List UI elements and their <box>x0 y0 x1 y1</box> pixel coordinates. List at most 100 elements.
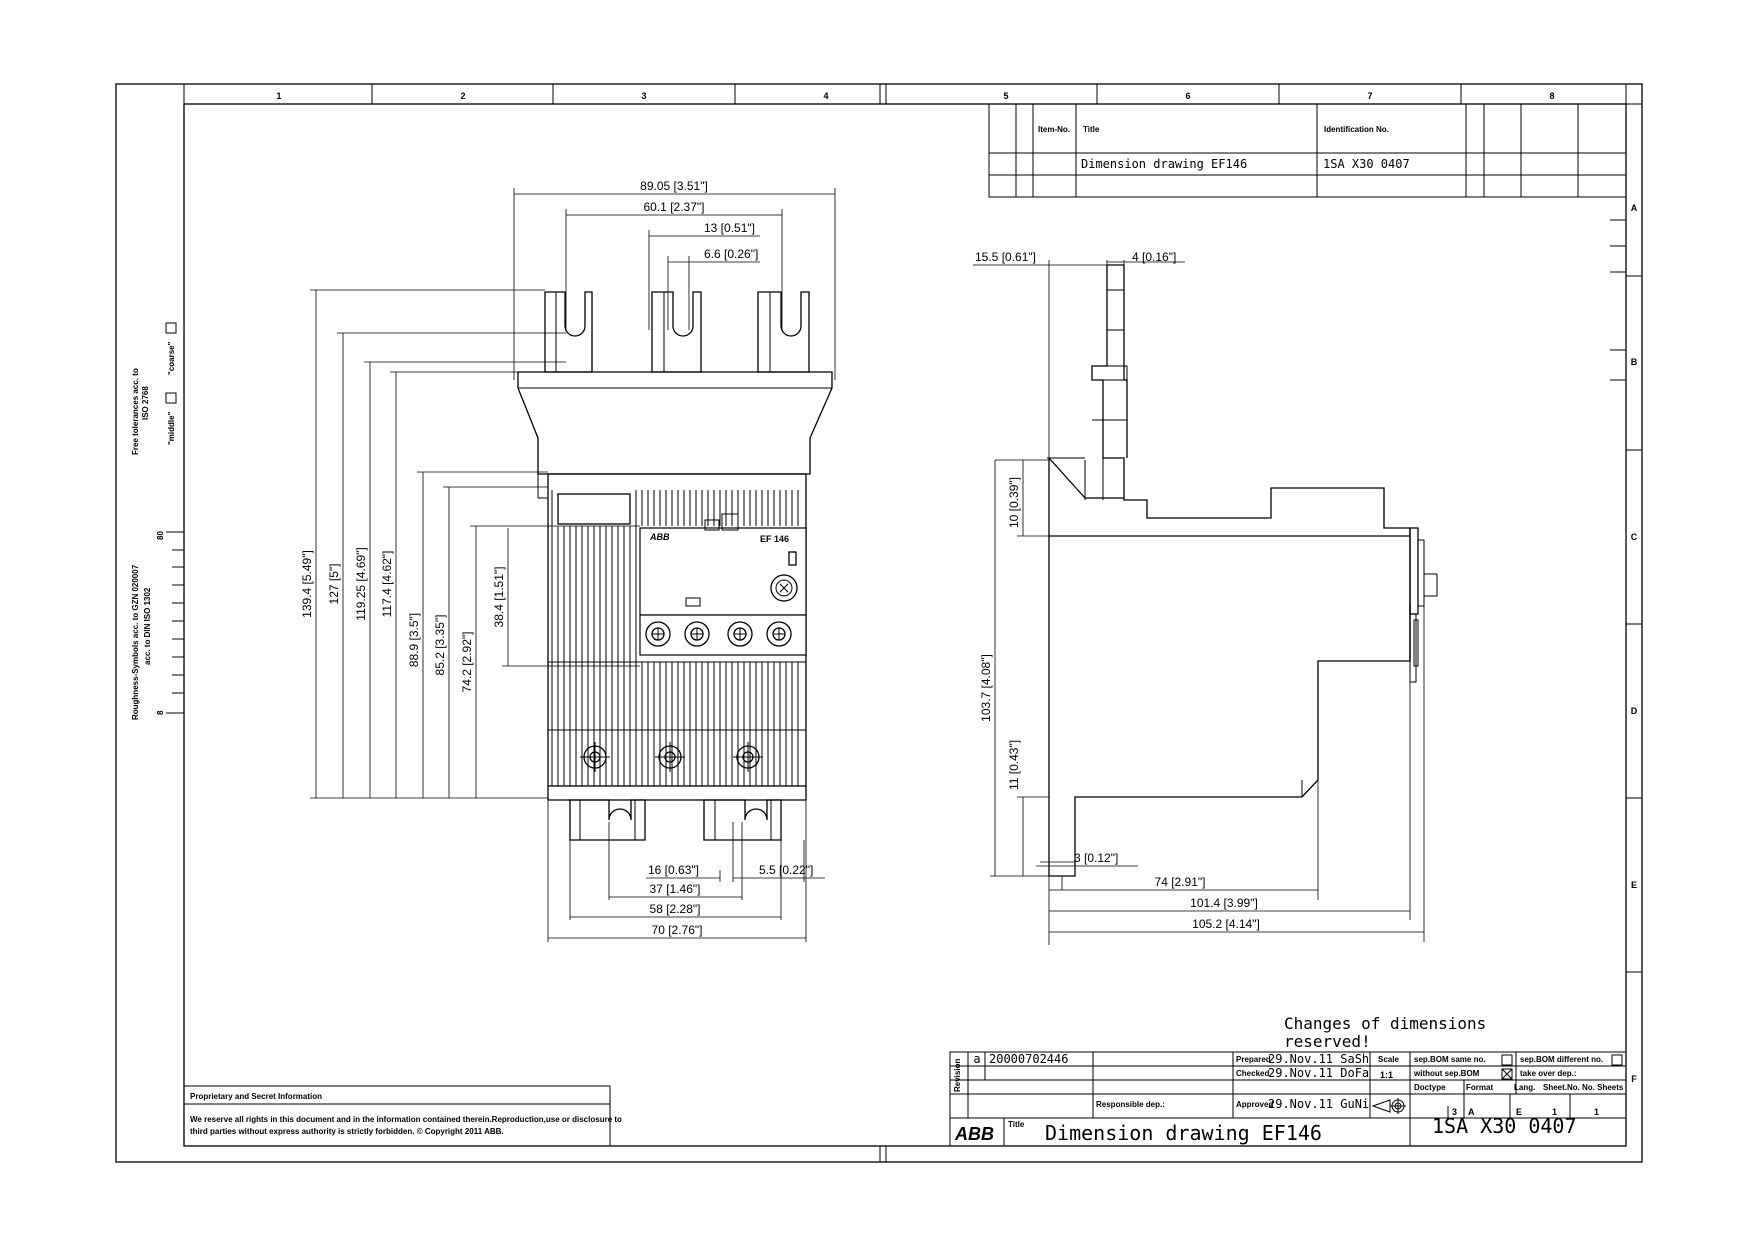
dim-side-3: 3 [0.12"] <box>1074 851 1118 865</box>
dim-height-88-9: 88.9 [3.5"] <box>407 613 421 667</box>
without-bom-label: without sep.BOM <box>1413 1069 1480 1078</box>
dim-bottom-37: 37 [1.46"] <box>650 882 701 896</box>
dim-width-pitch: 60.1 [2.37"] <box>644 200 705 214</box>
label-window <box>557 493 631 525</box>
dim-height-119-25: 119.25 [4.69"] <box>354 547 368 620</box>
mark-8: 8 <box>156 710 165 715</box>
abb-logo-text: ABB <box>954 1124 994 1144</box>
lang-value: E <box>1516 1107 1522 1117</box>
row-letter-a: A <box>1631 203 1638 213</box>
drawing-frame <box>183 103 1627 1147</box>
scale-label: Scale <box>1378 1055 1399 1064</box>
col-number-4: 4 <box>823 91 828 101</box>
parts-list: Item-No. Title Identification No. Dimens… <box>988 103 1627 198</box>
sep-bom-same-checkbox <box>1501 1054 1513 1066</box>
col-number-3: 3 <box>641 91 646 101</box>
parts-row-title: Dimension drawing EF146 <box>1081 157 1247 171</box>
parts-header-title: Title <box>1083 125 1100 134</box>
dim-height-74-2: 74.2 [2.92"] <box>460 632 474 693</box>
approved-label: Approved <box>1236 1100 1273 1109</box>
row-letter-c: C <box>1631 532 1638 542</box>
coarse-label: "coarse" <box>167 341 176 375</box>
dim-width-total: 89.05 [3.51"] <box>640 179 708 193</box>
left-margin-notes: Free tolerances acc. to ISO 2768 "coarse… <box>131 322 184 720</box>
nsheets-label: No. Sheets <box>1582 1083 1624 1092</box>
title-block: a 20000702446 Revision Prepared 29.Nov.1… <box>949 1051 1627 1147</box>
scale-value: 1:1 <box>1380 1070 1393 1080</box>
document-number: 1SA X30 0407 <box>1432 1114 1577 1138</box>
roughness-label: Roughness-Symbols acc. to GZN 020007 <box>131 564 140 720</box>
bottom-terminals <box>547 786 807 841</box>
format-number: 3 <box>1452 1107 1457 1117</box>
sheet-border <box>115 83 1643 1163</box>
dim-height-85-2: 85.2 [3.35"] <box>433 615 447 676</box>
proprietary-heading: Proprietary and Secret Information <box>190 1092 322 1101</box>
front-view: ABB EF 146 <box>300 179 836 942</box>
proprietary-box: Proprietary and Secret Information We re… <box>183 1085 622 1147</box>
dim-side-74: 74 [2.91"] <box>1155 875 1206 889</box>
middle-label: "middle" <box>167 411 176 445</box>
dim-width-13: 13 [0.51"] <box>704 221 755 235</box>
upper-housing <box>517 371 833 475</box>
doctype-label: Doctype <box>1414 1083 1446 1092</box>
sep-bom-same-label: sep.BOM same no. <box>1414 1055 1486 1064</box>
dim-bottom-16: 16 [0.63"] <box>648 863 699 877</box>
row-letter-e: E <box>1631 880 1637 890</box>
prepared-value: 29.Nov.11 SaSh <box>1268 1052 1369 1066</box>
dim-side-10: 10 [0.39"] <box>1007 477 1021 528</box>
changes-note-line1: Changes of dimensions <box>1284 1014 1486 1033</box>
col-number-2: 2 <box>460 91 465 101</box>
brand-logo-text: ABB <box>649 532 670 542</box>
col-number-6: 6 <box>1185 91 1190 101</box>
dim-height-127: 127 [5"] <box>327 564 341 605</box>
dim-bottom-70: 70 [2.76"] <box>652 923 703 937</box>
front-dimensions <box>310 188 836 942</box>
dim-height-117-4: 117.4 [4.62"] <box>380 551 394 618</box>
rev-letter: a <box>973 1052 980 1066</box>
model-label: EF 146 <box>760 534 789 544</box>
top-terminals <box>544 291 810 373</box>
parts-header-item: Item-No. <box>1038 125 1070 134</box>
dim-height-139-4: 139.4 [5.49"] <box>300 550 314 618</box>
row-letter-d: D <box>1631 706 1638 716</box>
approved-value: 29.Nov.11 GuNi <box>1268 1097 1369 1111</box>
title-label: Title <box>1008 1120 1025 1129</box>
revision-label: Revision <box>953 1059 962 1092</box>
projection-symbol-icon <box>1371 1098 1406 1114</box>
dim-side-15-5: 15.5 [0.61"] <box>975 250 1036 264</box>
sep-bom-diff-label: sep.BOM different no. <box>1520 1055 1603 1064</box>
dim-side-101-4: 101.4 [3.99"] <box>1190 896 1258 910</box>
col-number-5: 5 <box>1003 91 1008 101</box>
front-panel <box>639 527 807 616</box>
checked-label: Checked <box>1236 1069 1269 1078</box>
parts-header-ident: Identification No. <box>1324 125 1389 134</box>
screw-row <box>639 614 807 656</box>
rev-number: 20000702446 <box>989 1052 1068 1066</box>
checked-value: 29.Nov.11 DoFa <box>1268 1066 1369 1080</box>
dim-side-4: 4 [0.16"] <box>1132 250 1176 264</box>
dim-height-38-4: 38.4 [1.51"] <box>492 567 506 628</box>
dim-side-103-7: 103.7 [4.08"] <box>979 654 993 722</box>
prepared-label: Prepared <box>1236 1055 1271 1064</box>
row-letter-f: F <box>1631 1074 1637 1084</box>
nsheets-value: 1 <box>1594 1107 1599 1117</box>
dim-bottom-5-5: 5.5 [0.22"] <box>759 863 813 877</box>
col-number-1: 1 <box>276 91 281 101</box>
din-label: acc. to DIN ISO 1302 <box>143 587 152 665</box>
mark-80: 80 <box>156 531 165 540</box>
iso-label: ISO 2768 <box>141 386 150 420</box>
sheet-value: 1 <box>1552 1107 1557 1117</box>
col-number-8: 8 <box>1549 91 1554 101</box>
setting-dial <box>770 574 798 602</box>
responsible-dep-label: Responsible dep.: <box>1096 1100 1165 1109</box>
free-tolerance-label: Free tolerances acc. to <box>131 368 140 455</box>
proprietary-line2: third parties without express authority … <box>190 1127 504 1136</box>
format-label: Format <box>1466 1083 1493 1092</box>
side-view: 15.5 [0.61"] 4 [0.16"] 10 [0.39"] 103.7 … <box>973 250 1438 945</box>
drawing-title: Dimension drawing EF146 <box>1045 1121 1322 1145</box>
row-letter-b: B <box>1631 357 1638 367</box>
changes-note-line2: reserved! <box>1284 1032 1371 1051</box>
sheet-label: Sheet.No. <box>1543 1083 1580 1092</box>
take-over-label: take over dep.: <box>1520 1069 1576 1078</box>
